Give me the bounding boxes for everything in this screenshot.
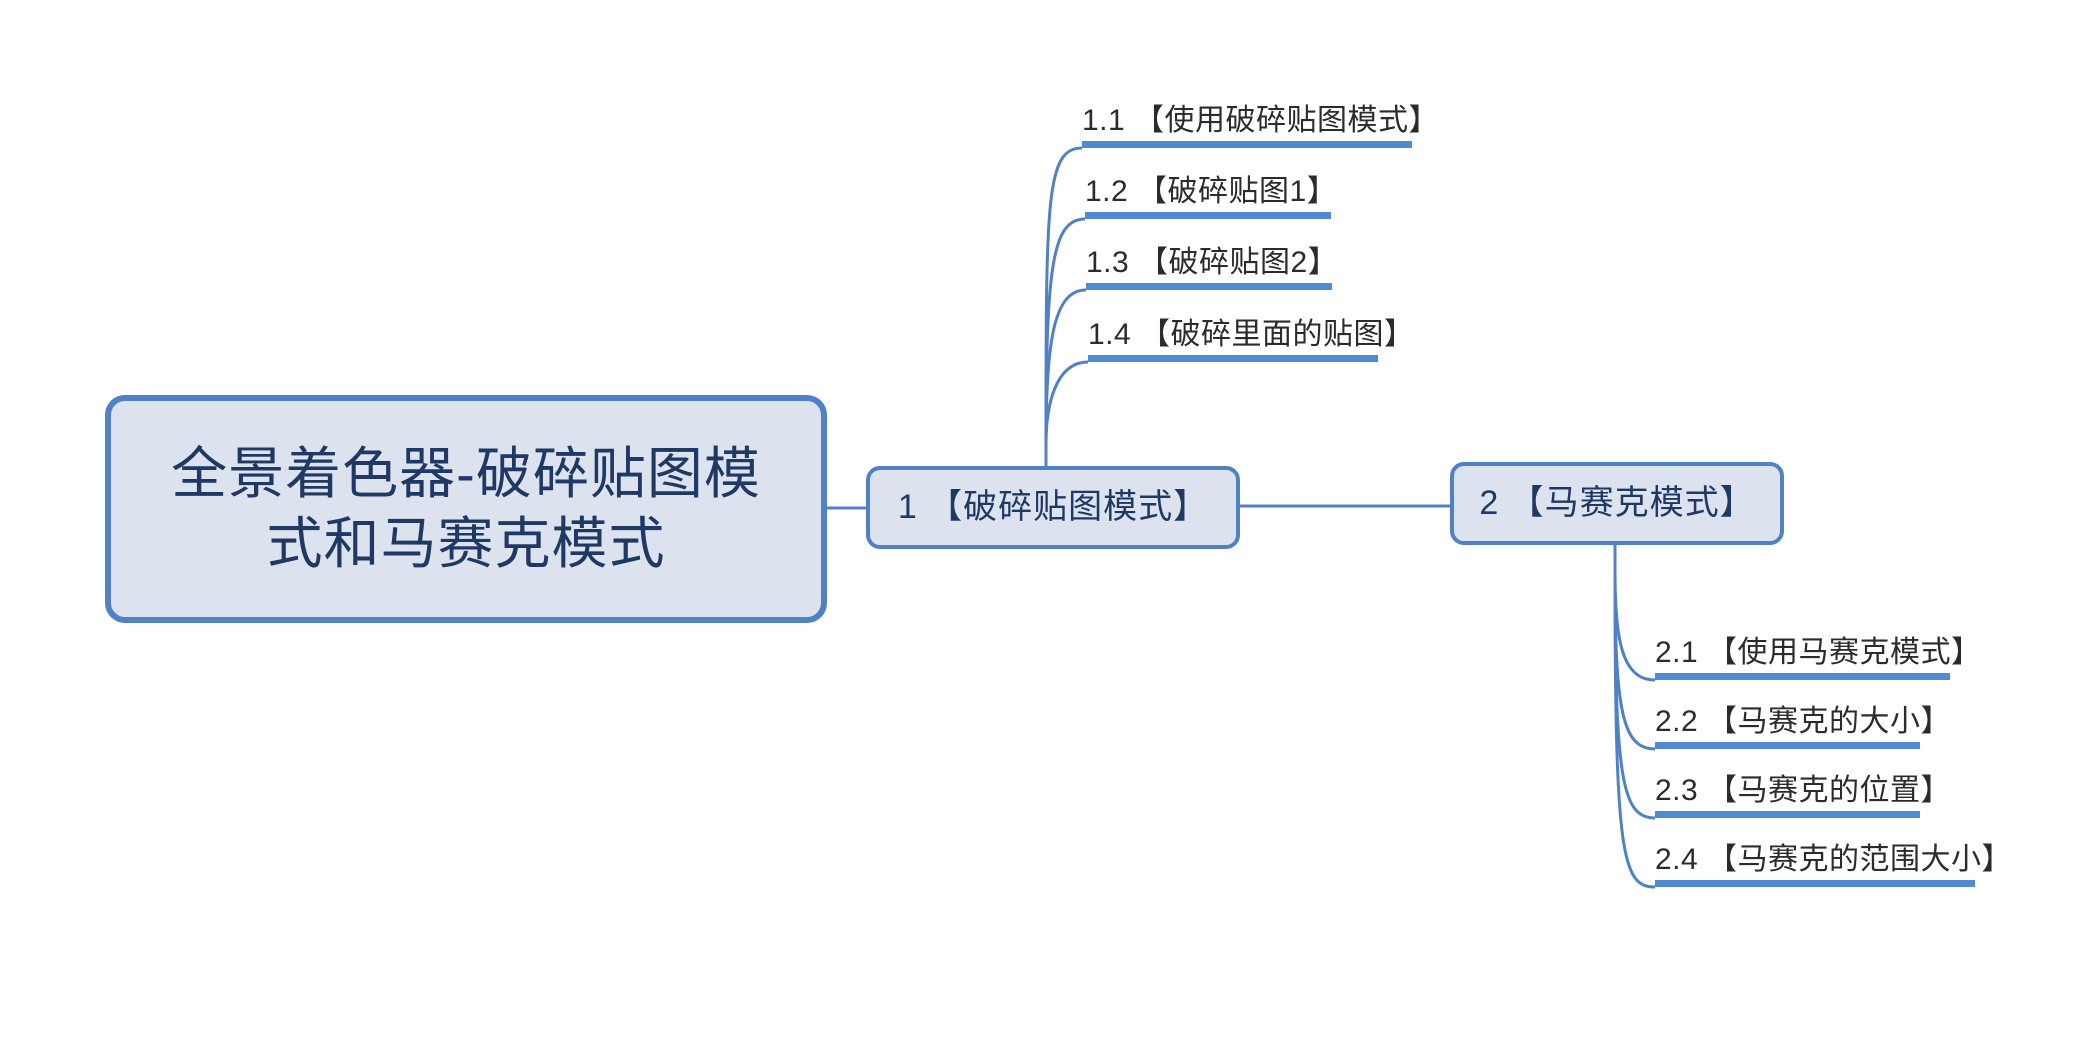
leaf-item-2-1[interactable]: 2.1 【使用马赛克模式】 <box>1655 620 1981 680</box>
leaf-underline-1-2 <box>1085 212 1331 219</box>
connector-branch2-leaf-1 <box>1613 571 1656 682</box>
leaf-label-2-3: 2.3 【马赛克的位置】 <box>1655 774 1952 807</box>
branch-node-1[interactable]: 1 【破碎贴图模式】 <box>866 466 1240 549</box>
leaf-underline-2-3 <box>1655 811 1920 818</box>
connector-branch1-leaf-1 <box>1044 146 1083 445</box>
leaf-underline-2-1 <box>1655 673 1950 680</box>
leaf-item-2-2[interactable]: 2.2 【马赛克的大小】 <box>1655 689 1951 749</box>
leaf-underline-1-3 <box>1086 283 1332 290</box>
leaf-label-2-4: 2.4 【马赛克的范围大小】 <box>1655 843 2013 876</box>
connector-branch2-leaf-3 <box>1613 571 1656 820</box>
leaf-underline-2-2 <box>1655 742 1920 749</box>
leaf-underline-2-4 <box>1655 880 1975 887</box>
root-node[interactable]: 全景着色器-破碎贴图模 式和马赛克模式 <box>105 395 827 623</box>
leaf-label-1-4: 1.4 【破碎里面的贴图】 <box>1088 318 1415 351</box>
leaf-label-1-1: 1.1 【使用破碎贴图模式】 <box>1082 104 1440 137</box>
leaf-label-2-2: 2.2 【马赛克的大小】 <box>1655 705 1952 738</box>
connector-branch1-leaf-2 <box>1044 217 1086 445</box>
connector-branch1-leaf-4 <box>1044 360 1089 445</box>
connector-branch1-leaf-3 <box>1044 288 1087 445</box>
leaf-item-2-4[interactable]: 2.4 【马赛克的范围大小】 <box>1655 827 2012 887</box>
leaf-item-1-2[interactable]: 1.2 【破碎贴图1】 <box>1085 159 1337 219</box>
leaf-item-1-4[interactable]: 1.4 【破碎里面的贴图】 <box>1088 302 1414 362</box>
leaf-item-2-3[interactable]: 2.3 【马赛克的位置】 <box>1655 758 1951 818</box>
branch-node-2[interactable]: 2 【马赛克模式】 <box>1450 462 1784 545</box>
leaf-item-1-3[interactable]: 1.3 【破碎贴图2】 <box>1086 230 1338 290</box>
leaf-label-1-3: 1.3 【破碎贴图2】 <box>1086 246 1339 279</box>
leaf-item-1-1[interactable]: 1.1 【使用破碎贴图模式】 <box>1082 88 1439 148</box>
leaf-label-2-1: 2.1 【使用马赛克模式】 <box>1655 636 1982 669</box>
leaf-underline-1-4 <box>1088 355 1378 362</box>
connector-branch2-leaf-4 <box>1613 571 1656 889</box>
connector-branch2-leaf-2 <box>1613 571 1656 751</box>
leaf-underline-1-1 <box>1082 141 1412 148</box>
leaf-label-1-2: 1.2 【破碎贴图1】 <box>1085 175 1338 208</box>
